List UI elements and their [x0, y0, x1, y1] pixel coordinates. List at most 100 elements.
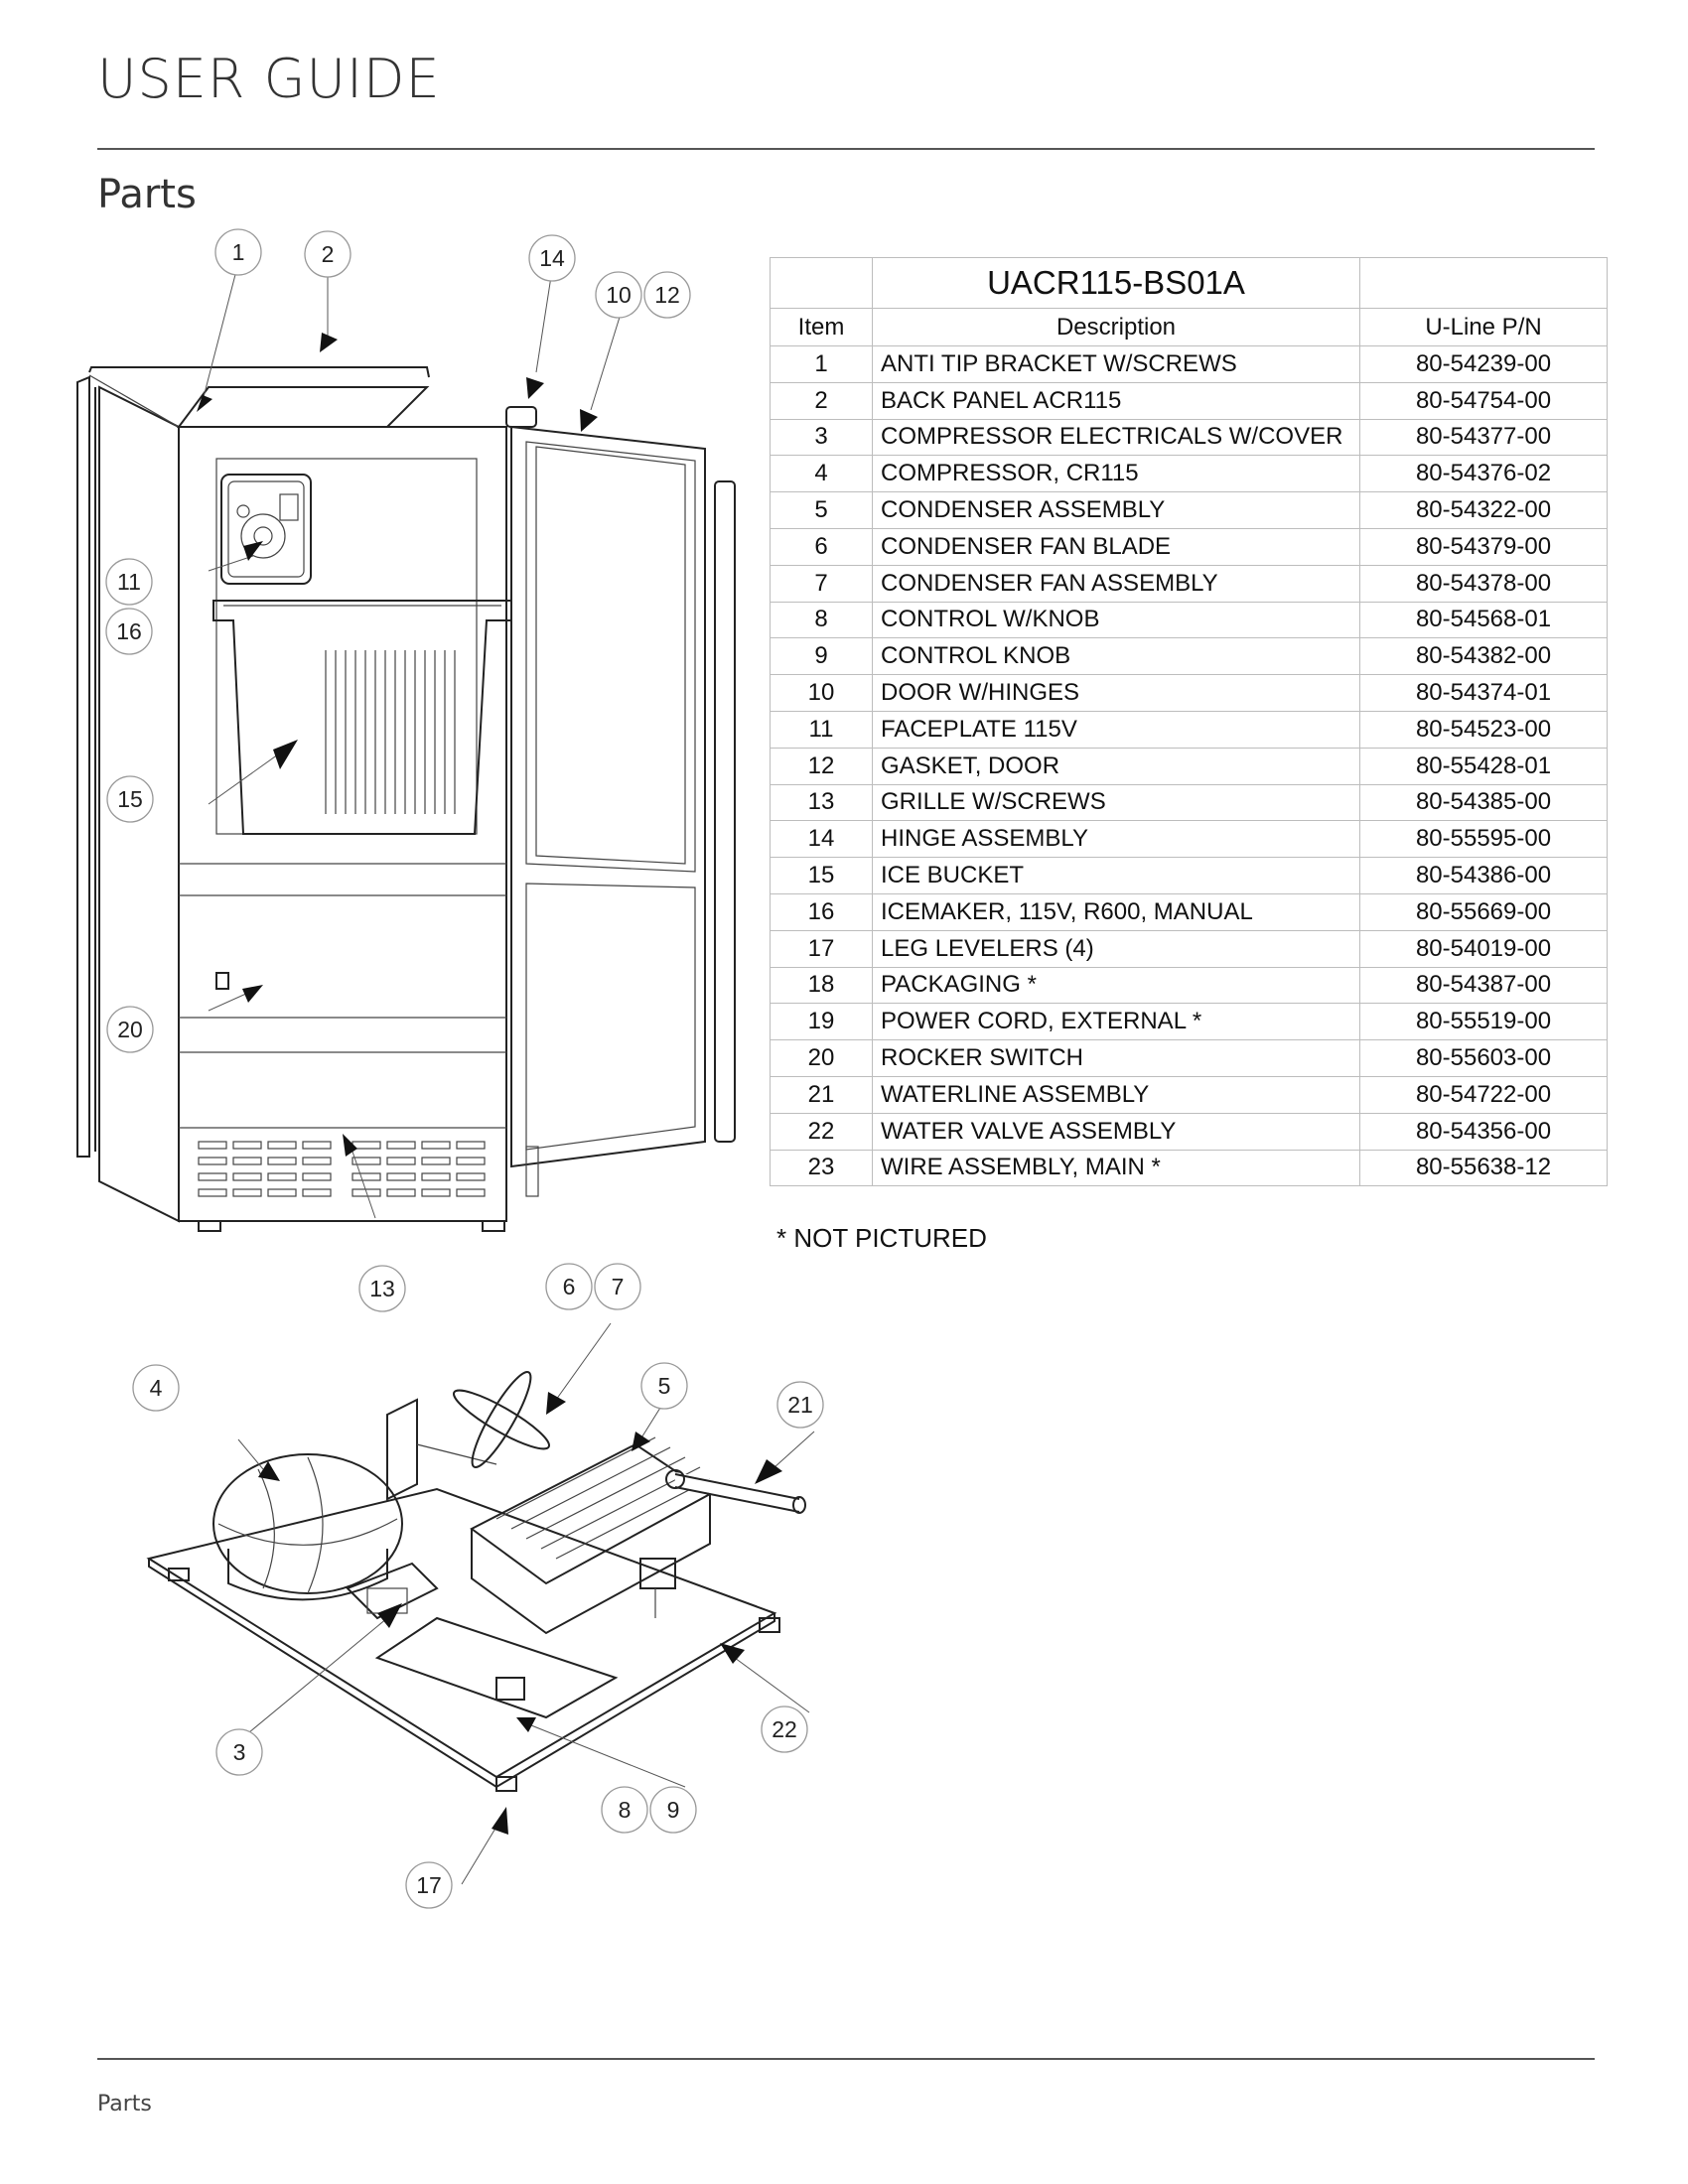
table-cell-item: 6 — [770, 527, 873, 566]
table-cell-part-number: 80-54377-00 — [1359, 418, 1608, 457]
table-cell-item: 3 — [770, 418, 873, 457]
table-cell-description: BACK PANEL ACR115 — [872, 381, 1360, 420]
callouts: 1 2 14 10 12 11 16 15 20 13 6 7 4 5 21 3… — [105, 228, 824, 1909]
callout-2: 2 — [322, 241, 335, 267]
table-cell-part-number: 80-55603-00 — [1359, 1039, 1608, 1077]
table-cell-item: 14 — [770, 820, 873, 859]
callout-1: 1 — [232, 239, 245, 265]
table-cell-part-number: 80-55428-01 — [1359, 747, 1608, 785]
table-cell-description: LEG LEVELERS (4) — [872, 929, 1360, 968]
callout-11: 11 — [117, 569, 141, 595]
table-cell-part-number: 80-54379-00 — [1359, 527, 1608, 566]
callout-6: 6 — [563, 1274, 576, 1299]
page-title: USER GUIDE — [97, 48, 441, 110]
table-cell-part-number: 80-54386-00 — [1359, 857, 1608, 894]
header-divider — [97, 148, 1595, 150]
table-cell-description: ICE BUCKET — [872, 857, 1360, 894]
callout-13: 13 — [369, 1276, 395, 1301]
table-cell-description: ICEMAKER, 115V, R600, MANUAL — [872, 892, 1360, 931]
table-cell-part-number: 80-55669-00 — [1359, 892, 1608, 931]
callout-16: 16 — [116, 618, 142, 644]
base-drawing — [146, 1370, 806, 1792]
table-cell-part-number: 80-55638-12 — [1359, 1149, 1608, 1187]
table-cell-description: COMPRESSOR ELECTRICALS W/COVER — [872, 418, 1360, 457]
callout-14: 14 — [539, 245, 565, 271]
callout-15: 15 — [117, 786, 143, 812]
table-cell-part-number: 80-54322-00 — [1359, 491, 1608, 529]
table-cell-item: 4 — [770, 455, 873, 493]
table-cell-description: POWER CORD, EXTERNAL * — [872, 1003, 1360, 1041]
table-cell-item: 23 — [770, 1149, 873, 1187]
table-cell-description: COMPRESSOR, CR115 — [872, 455, 1360, 493]
table-cell-part-number: 80-54239-00 — [1359, 345, 1608, 383]
table-cell-part-number: 80-54722-00 — [1359, 1075, 1608, 1114]
table-cell-item: 7 — [770, 564, 873, 603]
column-header-item: Item — [770, 308, 873, 346]
table-cell-item: 9 — [770, 637, 873, 676]
table-cell-part-number: 80-55595-00 — [1359, 820, 1608, 859]
table-cell-item: 1 — [770, 345, 873, 383]
table-cell-part-number: 80-54568-01 — [1359, 601, 1608, 639]
table-model-spacer — [1359, 257, 1608, 309]
table-model-title: UACR115-BS01A — [872, 257, 1360, 309]
table-cell-part-number: 80-54374-01 — [1359, 674, 1608, 712]
column-header-description: Description — [872, 308, 1360, 346]
table-cell-description: CONTROL KNOB — [872, 637, 1360, 676]
table-cell-description: WATERLINE ASSEMBLY — [872, 1075, 1360, 1114]
table-cell-description: CONDENSER ASSEMBLY — [872, 491, 1360, 529]
parts-diagram: 1 2 14 10 12 11 16 15 20 13 6 7 4 5 21 3… — [76, 228, 824, 1909]
table-cell-part-number: 80-54387-00 — [1359, 966, 1608, 1005]
footer-label: Parts — [97, 2092, 152, 2116]
section-title: Parts — [97, 172, 197, 217]
callout-20: 20 — [117, 1017, 143, 1042]
table-cell-description: CONDENSER FAN ASSEMBLY — [872, 564, 1360, 603]
table-cell-description: WATER VALVE ASSEMBLY — [872, 1112, 1360, 1151]
callout-12: 12 — [654, 282, 680, 308]
table-cell-description: GASKET, DOOR — [872, 747, 1360, 785]
callout-8: 8 — [619, 1797, 632, 1823]
table-cell-part-number: 80-54019-00 — [1359, 929, 1608, 968]
table-cell-item: 18 — [770, 966, 873, 1005]
table-cell-item: 11 — [770, 710, 873, 749]
callout-7: 7 — [612, 1274, 625, 1299]
table-cell-description: WIRE ASSEMBLY, MAIN * — [872, 1149, 1360, 1187]
callout-21: 21 — [787, 1392, 813, 1418]
table-cell-item: 22 — [770, 1112, 873, 1151]
table-cell-item: 2 — [770, 381, 873, 420]
callout-10: 10 — [606, 282, 632, 308]
table-cell-part-number: 80-54523-00 — [1359, 710, 1608, 749]
callout-5: 5 — [658, 1373, 671, 1399]
leader-lines — [197, 262, 815, 1885]
table-cell-part-number: 80-54382-00 — [1359, 637, 1608, 676]
column-header-part-number: U-Line P/N — [1359, 308, 1608, 346]
table-cell-part-number: 80-55519-00 — [1359, 1003, 1608, 1041]
table-cell-item: 16 — [770, 892, 873, 931]
table-cell-description: DOOR W/HINGES — [872, 674, 1360, 712]
table-cell-item: 12 — [770, 747, 873, 785]
table-cell-item: 17 — [770, 929, 873, 968]
table-cell-item: 21 — [770, 1075, 873, 1114]
table-model-spacer — [770, 257, 873, 309]
table-cell-description: GRILLE W/SCREWS — [872, 783, 1360, 822]
table-cell-description: PACKAGING * — [872, 966, 1360, 1005]
callout-3: 3 — [233, 1739, 246, 1765]
